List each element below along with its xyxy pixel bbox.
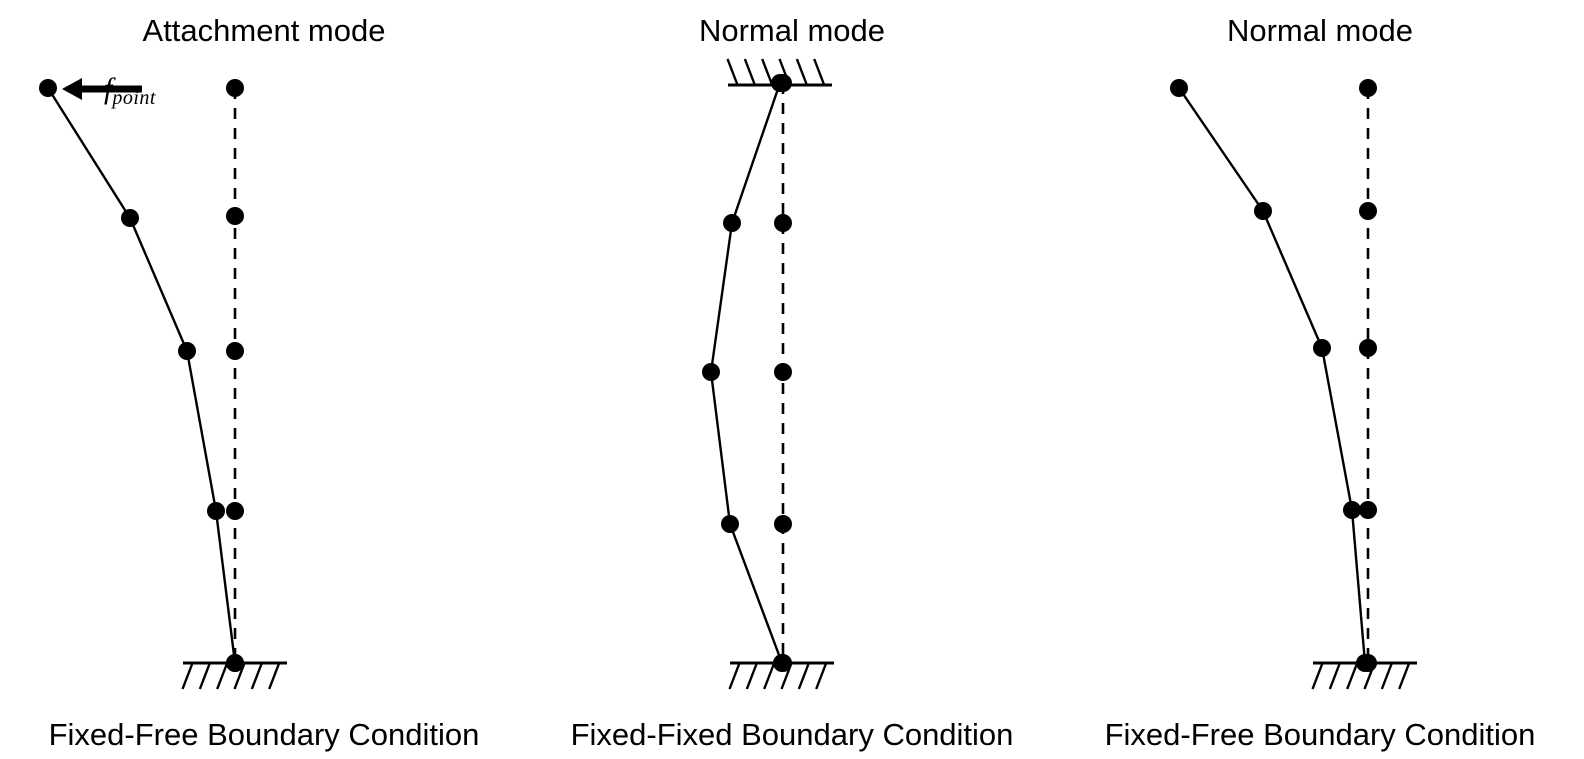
deformed-node bbox=[226, 654, 244, 672]
panel-attachment-mode: Attachment mode fpoint Fixed-Free Bounda… bbox=[0, 0, 528, 759]
deformed-node bbox=[771, 74, 789, 92]
panel-title: Normal mode bbox=[698, 13, 886, 48]
support-hatch-line bbox=[1380, 662, 1393, 690]
undeformed-node bbox=[226, 207, 244, 225]
panel-title: Attachment mode bbox=[142, 13, 386, 48]
deformed-node bbox=[178, 342, 196, 360]
panel-normal-mode-fixed-fixed: Normal mode Fixed-Fixed Boundary Conditi… bbox=[528, 0, 1056, 759]
deformed-node bbox=[1254, 202, 1272, 220]
support-hatch-line bbox=[728, 662, 741, 690]
force-subscript: point bbox=[112, 87, 156, 109]
support-hatch-line bbox=[815, 662, 828, 690]
support-hatch-line bbox=[743, 58, 756, 86]
undeformed-node bbox=[1359, 202, 1377, 220]
deformed-node-group bbox=[39, 79, 244, 672]
deformed-node bbox=[1356, 654, 1374, 672]
support-hatch-line bbox=[763, 662, 776, 690]
deformed-node bbox=[1313, 339, 1331, 357]
support-hatch-line bbox=[745, 662, 758, 690]
undeformed-node bbox=[774, 363, 792, 381]
deformed-node-group bbox=[702, 74, 791, 672]
deformed-mode-shape-line bbox=[709, 82, 784, 664]
support-hatch-line bbox=[795, 58, 808, 86]
panel-caption: Fixed-Free Boundary Condition bbox=[1104, 717, 1536, 752]
panel-title: Normal mode bbox=[1226, 13, 1414, 48]
panel-caption: Fixed-Fixed Boundary Condition bbox=[570, 717, 1014, 752]
deformed-node bbox=[207, 502, 225, 520]
force-point-label: fpoint bbox=[104, 74, 156, 113]
undeformed-node bbox=[774, 214, 792, 232]
undeformed-node bbox=[226, 502, 244, 520]
support-hatch-line bbox=[1311, 662, 1324, 690]
deformed-node-group bbox=[1170, 79, 1374, 672]
force-arrow-icon bbox=[62, 78, 142, 100]
deformed-node bbox=[39, 79, 57, 97]
mode-shape-diagram bbox=[702, 58, 834, 690]
support-hatch-line bbox=[250, 662, 263, 690]
mode-shape-diagram bbox=[1170, 79, 1417, 690]
deformed-node bbox=[773, 654, 791, 672]
undeformed-node bbox=[1359, 501, 1377, 519]
support-hatch-line bbox=[1328, 662, 1341, 690]
deformed-node bbox=[721, 515, 739, 533]
support-hatch-line bbox=[1398, 662, 1411, 690]
support-hatch-line bbox=[726, 58, 739, 86]
undeformed-node bbox=[1359, 79, 1377, 97]
undeformed-node bbox=[226, 79, 244, 97]
deformed-node bbox=[723, 214, 741, 232]
deformed-node bbox=[121, 209, 139, 227]
deformed-mode-shape-line bbox=[46, 87, 237, 664]
support-hatch-line bbox=[813, 58, 826, 86]
support-hatch-line bbox=[761, 58, 774, 86]
panel-caption: Fixed-Free Boundary Condition bbox=[48, 717, 480, 752]
undeformed-node bbox=[226, 342, 244, 360]
support-hatch-line bbox=[797, 662, 810, 690]
deformed-node bbox=[1170, 79, 1188, 97]
arrow-head bbox=[62, 78, 82, 100]
panel-normal-mode-fixed-free: Normal mode Fixed-Free Boundary Conditio… bbox=[1056, 0, 1584, 759]
support-hatch-line bbox=[216, 662, 229, 690]
undeformed-node bbox=[1359, 339, 1377, 357]
undeformed-node bbox=[774, 515, 792, 533]
force-symbol: f bbox=[104, 72, 113, 105]
support-hatch-line bbox=[181, 662, 194, 690]
deformed-node bbox=[1343, 501, 1361, 519]
support-hatch-line bbox=[198, 662, 211, 690]
support-hatch-line bbox=[268, 662, 281, 690]
deformed-mode-shape-line bbox=[1178, 87, 1367, 664]
support-hatch-line bbox=[1346, 662, 1359, 690]
deformed-node bbox=[702, 363, 720, 381]
mode-shape-diagram bbox=[39, 78, 287, 690]
